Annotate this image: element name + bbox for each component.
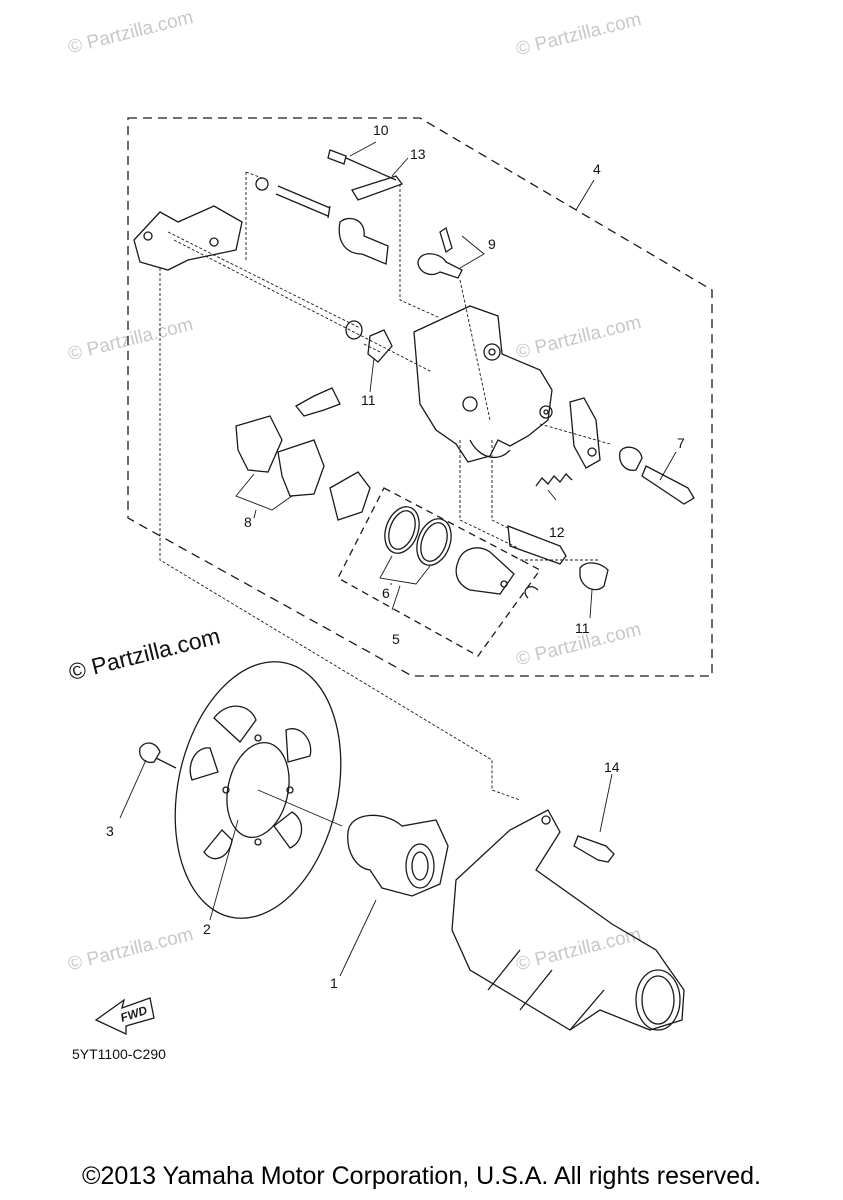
brake-pad-8	[235, 415, 283, 473]
pad-shim	[329, 471, 371, 521]
callout-10: 10	[373, 122, 389, 138]
forward-arrow-icon	[94, 997, 155, 1036]
pad-spring	[295, 387, 341, 417]
copyright-notice: ©2013 Yamaha Motor Corporation, U.S.A. A…	[82, 1162, 761, 1190]
caliper-body	[413, 305, 553, 463]
callout-9: 9	[488, 236, 496, 252]
assembly-5-boundary	[337, 487, 541, 657]
callout-12: 12	[549, 524, 565, 540]
callout-1: 1	[330, 975, 338, 991]
parking-lever	[569, 397, 601, 469]
callout-6: 6	[382, 585, 390, 601]
callout-5: 5	[392, 631, 400, 647]
callout-11-lower: 11	[575, 620, 590, 636]
callout-2: 2	[203, 921, 211, 937]
callout-8: 8	[244, 514, 252, 530]
axle-housing	[451, 809, 685, 1031]
bolt-7	[619, 446, 695, 505]
lock-plate-13	[351, 175, 404, 201]
reference-line	[159, 171, 611, 801]
caliper-bracket	[133, 205, 243, 271]
spring-12	[535, 473, 573, 487]
brake-disc-2	[174, 661, 342, 919]
callout-14: 14	[604, 759, 620, 775]
piston-seal-6	[384, 506, 420, 554]
callout-13: 13	[410, 146, 426, 162]
bolt-10	[327, 149, 397, 181]
slide-pin	[275, 185, 331, 219]
wheel-hub-1	[347, 814, 449, 897]
slide-pin-lower	[507, 525, 567, 565]
callout-7: 7	[677, 435, 685, 451]
bleed-screw-9	[417, 226, 463, 279]
callout-3: 3	[106, 823, 114, 839]
bolt-14	[573, 835, 615, 863]
callout-4: 4	[593, 161, 601, 177]
assembly-4-boundary	[127, 117, 713, 677]
bolt-3	[139, 742, 177, 769]
diagram-code: 5YT1100-C290	[72, 1046, 166, 1062]
direction-label: FWD	[119, 1003, 150, 1025]
callout-11-upper: 11	[361, 392, 376, 408]
